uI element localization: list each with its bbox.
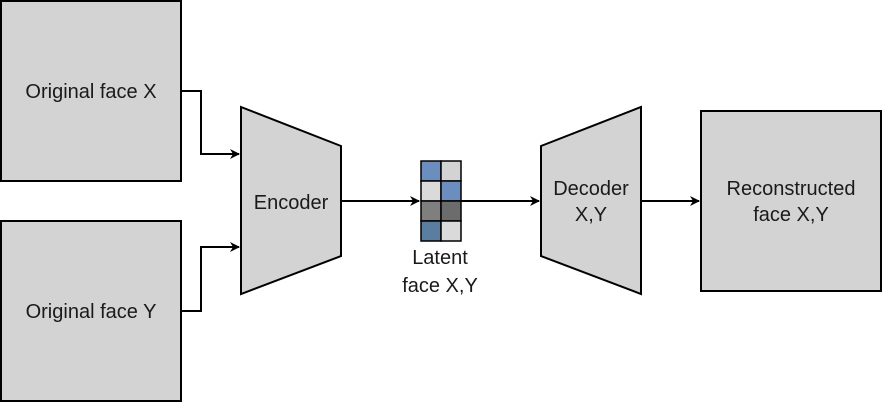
encoder-shape: [240, 105, 342, 296]
decoder-label-line2: X,Y: [575, 204, 607, 226]
latent-cell: [440, 220, 462, 242]
decoder-shape: [540, 105, 642, 296]
arrow-x-to-encoder: [181, 90, 240, 159]
reconstructed-face-node: Reconstructed face X,Y: [700, 110, 882, 292]
original-face-y-box: [0, 220, 182, 402]
latent-cell: [420, 200, 442, 222]
original-face-y-label: Original face Y: [26, 301, 157, 323]
reconstructed-face-label-line1: Reconstructed: [727, 178, 856, 200]
encoder-label: Encoder: [254, 192, 329, 214]
latent-grid: [420, 160, 462, 242]
original-face-x-box: [0, 0, 182, 182]
latent-cell: [440, 200, 462, 222]
latent-cell: [440, 160, 462, 182]
original-face-y-node: Original face Y: [0, 220, 182, 402]
latent-cell: [420, 160, 442, 182]
latent-cell: [440, 180, 462, 202]
latent-cell: [420, 180, 442, 202]
encoder-node: Encoder: [240, 105, 342, 296]
original-face-x-node: Original face X: [0, 0, 182, 182]
decoder-node: Decoder X,Y: [540, 105, 642, 296]
decoder-label-line1: Decoder: [553, 178, 629, 200]
original-face-x-label: Original face X: [25, 81, 156, 103]
reconstructed-face-label-line2: face X,Y: [753, 204, 829, 226]
arrow-y-to-encoder: [181, 242, 240, 312]
latent-label-line1: Latent: [412, 247, 468, 269]
latent-label-line2: face X,Y: [402, 275, 478, 297]
reconstructed-face-box: [700, 110, 882, 292]
latent-cell: [420, 220, 442, 242]
